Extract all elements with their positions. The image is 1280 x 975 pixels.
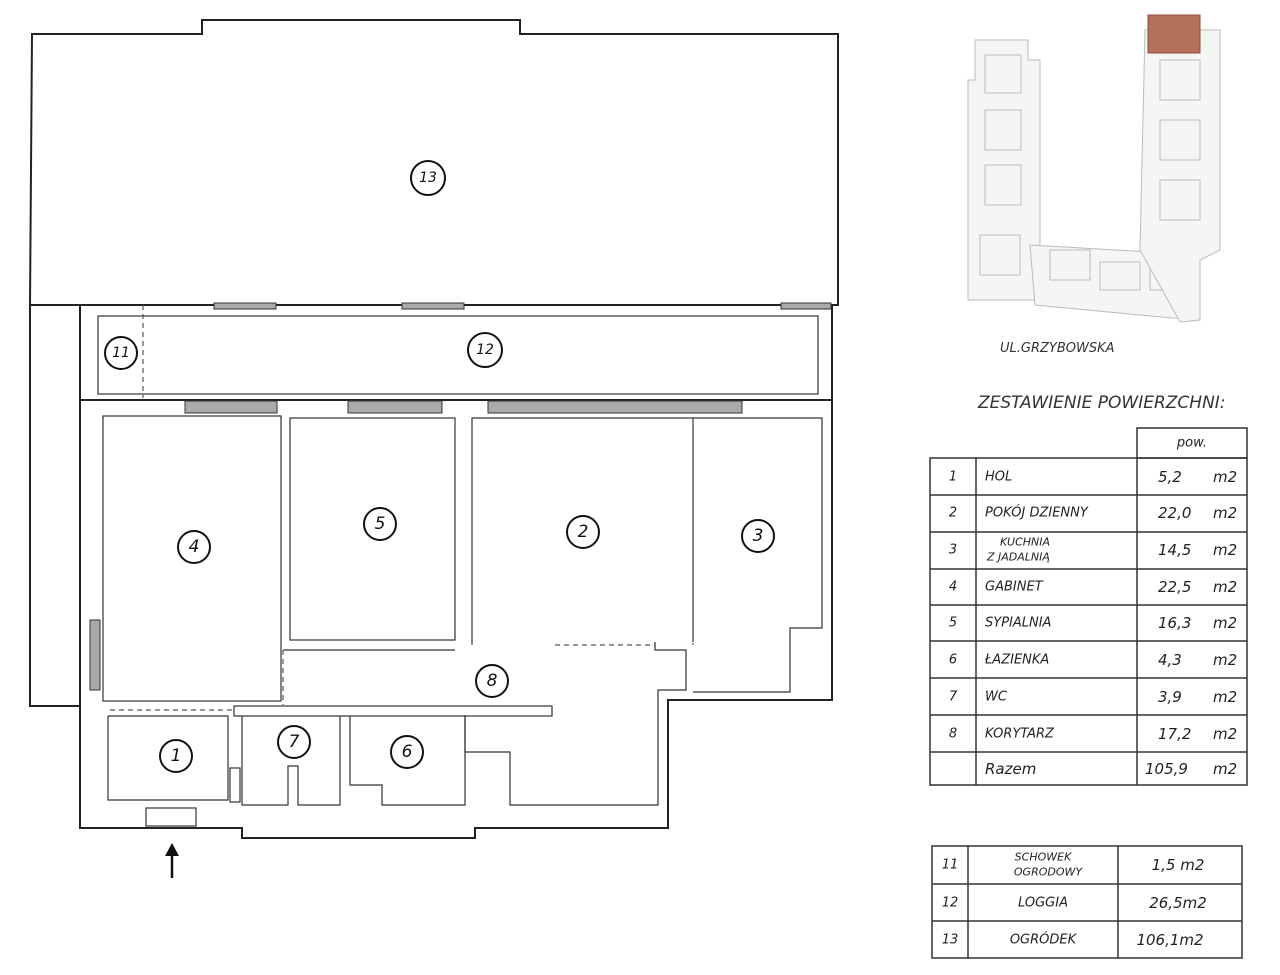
svg-text:KUCHNIA: KUCHNIA xyxy=(1000,536,1050,549)
table-row: 6 ŁAZIENKA 4,3 m2 xyxy=(949,651,1237,669)
svg-text:12: 12 xyxy=(942,896,959,911)
svg-text:13: 13 xyxy=(942,933,959,948)
svg-text:11: 11 xyxy=(942,858,959,873)
table-row: 5 SYPIALNIA 16,3 m2 xyxy=(949,614,1237,632)
room-marker-11: 11 xyxy=(104,336,138,370)
svg-text:m2: m2 xyxy=(1213,614,1237,632)
table-row: 13 OGRÓDEK 106,1m2 xyxy=(942,931,1204,949)
svg-text:6: 6 xyxy=(402,742,413,762)
room-3-outline xyxy=(693,417,823,693)
svg-text:4: 4 xyxy=(189,537,200,557)
table-row: 3 KUCHNIA Z JADALNIĄ 14,5 m2 xyxy=(949,536,1237,564)
loggia-outline xyxy=(79,302,833,401)
svg-text:16,3: 16,3 xyxy=(1158,614,1191,632)
arrow-up-icon xyxy=(165,843,179,878)
table-total-row: Razem 105,9 m2 xyxy=(985,760,1237,778)
table-row: 4 GABINET 22,5 m2 xyxy=(949,578,1237,596)
svg-text:m2: m2 xyxy=(1213,725,1237,743)
windows-top xyxy=(89,400,743,691)
svg-text:22,0: 22,0 xyxy=(1158,504,1191,522)
svg-text:7: 7 xyxy=(949,690,958,705)
table-row: 1 HOL 5,2 m2 xyxy=(949,468,1237,486)
svg-text:22,5: 22,5 xyxy=(1158,578,1191,596)
room-marker-5: 5 xyxy=(363,507,397,541)
room-marker-8: 8 xyxy=(475,664,509,698)
room-marker-6: 6 xyxy=(390,735,424,769)
room-marker-3: 3 xyxy=(741,519,775,553)
svg-text:4: 4 xyxy=(949,580,957,595)
svg-text:m2: m2 xyxy=(1213,688,1237,706)
svg-text:4,3: 4,3 xyxy=(1158,651,1182,669)
table-row: 11 SCHOWEK OGRODOWY 1,5 m2 xyxy=(942,851,1205,879)
svg-text:12: 12 xyxy=(476,342,494,358)
svg-text:26,5m2: 26,5m2 xyxy=(1149,894,1207,912)
table-row: 12 LOGGIA 26,5m2 xyxy=(942,894,1207,912)
svg-text:LOGGIA: LOGGIA xyxy=(1018,896,1068,911)
svg-text:8: 8 xyxy=(949,727,957,742)
svg-text:3: 3 xyxy=(753,526,764,546)
corridor-outline xyxy=(110,642,687,806)
svg-text:105,9: 105,9 xyxy=(1145,760,1188,778)
table-row: 2 POKÓJ DZIENNY 22,0 m2 xyxy=(949,504,1237,522)
area-table: pow. 1 HOL 5,2 m2 2 POKÓJ DZIENNY 22,0 m… xyxy=(929,427,1248,786)
svg-text:1: 1 xyxy=(949,470,957,485)
street-label: UL.GRZYBOWSKA xyxy=(1000,341,1115,356)
svg-text:1: 1 xyxy=(171,746,182,766)
svg-text:1,5 m2: 1,5 m2 xyxy=(1152,856,1205,874)
svg-text:SCHOWEK: SCHOWEK xyxy=(1015,851,1072,864)
svg-text:HOL: HOL xyxy=(985,470,1012,485)
room-marker-13: 13 xyxy=(410,160,446,196)
svg-text:Razem: Razem xyxy=(985,760,1036,778)
svg-text:m2: m2 xyxy=(1213,468,1237,486)
svg-text:14,5: 14,5 xyxy=(1158,541,1191,559)
room-marker-7: 7 xyxy=(277,725,311,759)
svg-text:WC: WC xyxy=(985,690,1008,705)
svg-text:m2: m2 xyxy=(1213,504,1237,522)
svg-text:106,1m2: 106,1m2 xyxy=(1136,931,1203,949)
room-5-outline xyxy=(289,417,456,641)
svg-text:POKÓJ DZIENNY: POKÓJ DZIENNY xyxy=(985,505,1089,521)
svg-text:13: 13 xyxy=(419,170,437,186)
svg-text:OGRÓDEK: OGRÓDEK xyxy=(1010,932,1078,948)
svg-text:6: 6 xyxy=(949,653,957,668)
svg-text:8: 8 xyxy=(487,671,498,691)
svg-text:m2: m2 xyxy=(1213,651,1237,669)
highlighted-apartment xyxy=(1147,14,1201,54)
svg-text:17,2: 17,2 xyxy=(1158,725,1191,743)
room-marker-12: 12 xyxy=(467,332,503,368)
room-marker-1: 1 xyxy=(159,739,193,773)
garden-outline xyxy=(28,19,839,707)
bathroom-outline xyxy=(349,716,466,806)
room-marker-2: 2 xyxy=(566,515,600,549)
svg-text:3,9: 3,9 xyxy=(1158,688,1182,706)
site-location-map xyxy=(967,14,1221,323)
room-marker-4: 4 xyxy=(177,530,211,564)
svg-text:2: 2 xyxy=(578,522,589,542)
svg-text:11: 11 xyxy=(112,345,130,361)
svg-text:m2: m2 xyxy=(1213,760,1237,778)
svg-text:7: 7 xyxy=(289,732,300,752)
extra-area-table: 11 SCHOWEK OGRODOWY 1,5 m2 12 LOGGIA 26,… xyxy=(931,845,1243,959)
svg-text:5: 5 xyxy=(375,514,386,534)
svg-text:Z JADALNIĄ: Z JADALNIĄ xyxy=(986,551,1050,564)
svg-text:2: 2 xyxy=(949,506,957,521)
svg-text:5,2: 5,2 xyxy=(1158,468,1182,486)
svg-text:m2: m2 xyxy=(1213,578,1237,596)
svg-text:KORYTARZ: KORYTARZ xyxy=(985,727,1055,742)
svg-text:m2: m2 xyxy=(1213,541,1237,559)
svg-text:SYPIALNIA: SYPIALNIA xyxy=(985,616,1051,631)
hall-outline xyxy=(107,715,241,827)
apartment-outline xyxy=(79,400,833,839)
svg-text:5: 5 xyxy=(949,616,957,631)
svg-text:OGRODOWY: OGRODOWY xyxy=(1014,866,1083,879)
svg-text:3: 3 xyxy=(949,543,957,558)
wc-outline xyxy=(241,716,341,806)
svg-text:ŁAZIENKA: ŁAZIENKA xyxy=(984,653,1049,668)
column-header-area: pow. xyxy=(1176,436,1207,451)
table-row: 8 KORYTARZ 17,2 m2 xyxy=(949,725,1237,743)
area-table-title: ZESTAWIENIE POWIERZCHNI: xyxy=(977,393,1226,413)
table-row: 7 WC 3,9 m2 xyxy=(949,688,1237,706)
svg-text:GABINET: GABINET xyxy=(985,580,1044,595)
